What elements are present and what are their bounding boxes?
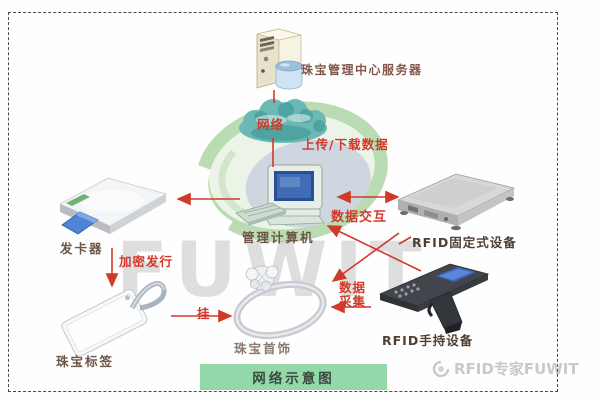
handheld-reader-icon <box>378 263 490 334</box>
data-exchange-label: 数据交互 <box>331 210 388 225</box>
computer-label: 管理计算机 <box>242 230 315 245</box>
corner-watermark: RFID专家FUWIT <box>432 358 579 379</box>
jewelry-tag-icon <box>61 281 167 356</box>
server-label: 珠宝管理中心服务器 <box>301 63 423 77</box>
server-icon <box>256 28 303 90</box>
jewelry-label: 珠宝首饰 <box>234 341 293 356</box>
corner-watermark-text: RFID专家FUWIT <box>454 360 579 378</box>
fixed-reader-label: RFID固定式设备 <box>412 235 517 250</box>
upload-download-label: 上传/下载数据 <box>302 137 389 152</box>
network-label: 网络 <box>257 117 285 132</box>
data-collect-line2: 采集 <box>339 294 367 309</box>
fuwit-logo-icon <box>432 360 450 377</box>
data-collect-line1: 数据 <box>339 280 367 295</box>
handheld-label: RFID手持设备 <box>382 333 474 348</box>
card-issuer-icon <box>59 177 168 235</box>
card-issuer-label: 发卡器 <box>60 241 104 256</box>
network-cloud-icon <box>239 99 327 143</box>
fixed-reader-icon <box>396 173 516 231</box>
jewelry-ring-icon <box>233 265 327 340</box>
jewelry-tag-label: 珠宝标签 <box>56 354 115 369</box>
encrypted-issue-label: 加密发行 <box>119 254 174 269</box>
computer-icon <box>235 164 325 226</box>
title-banner: 网络示意图 <box>200 364 387 390</box>
hang-label: 挂 <box>197 306 211 321</box>
data-collect-label: 数据 采集 <box>339 281 366 309</box>
diagram-title: 网络示意图 <box>252 371 335 387</box>
